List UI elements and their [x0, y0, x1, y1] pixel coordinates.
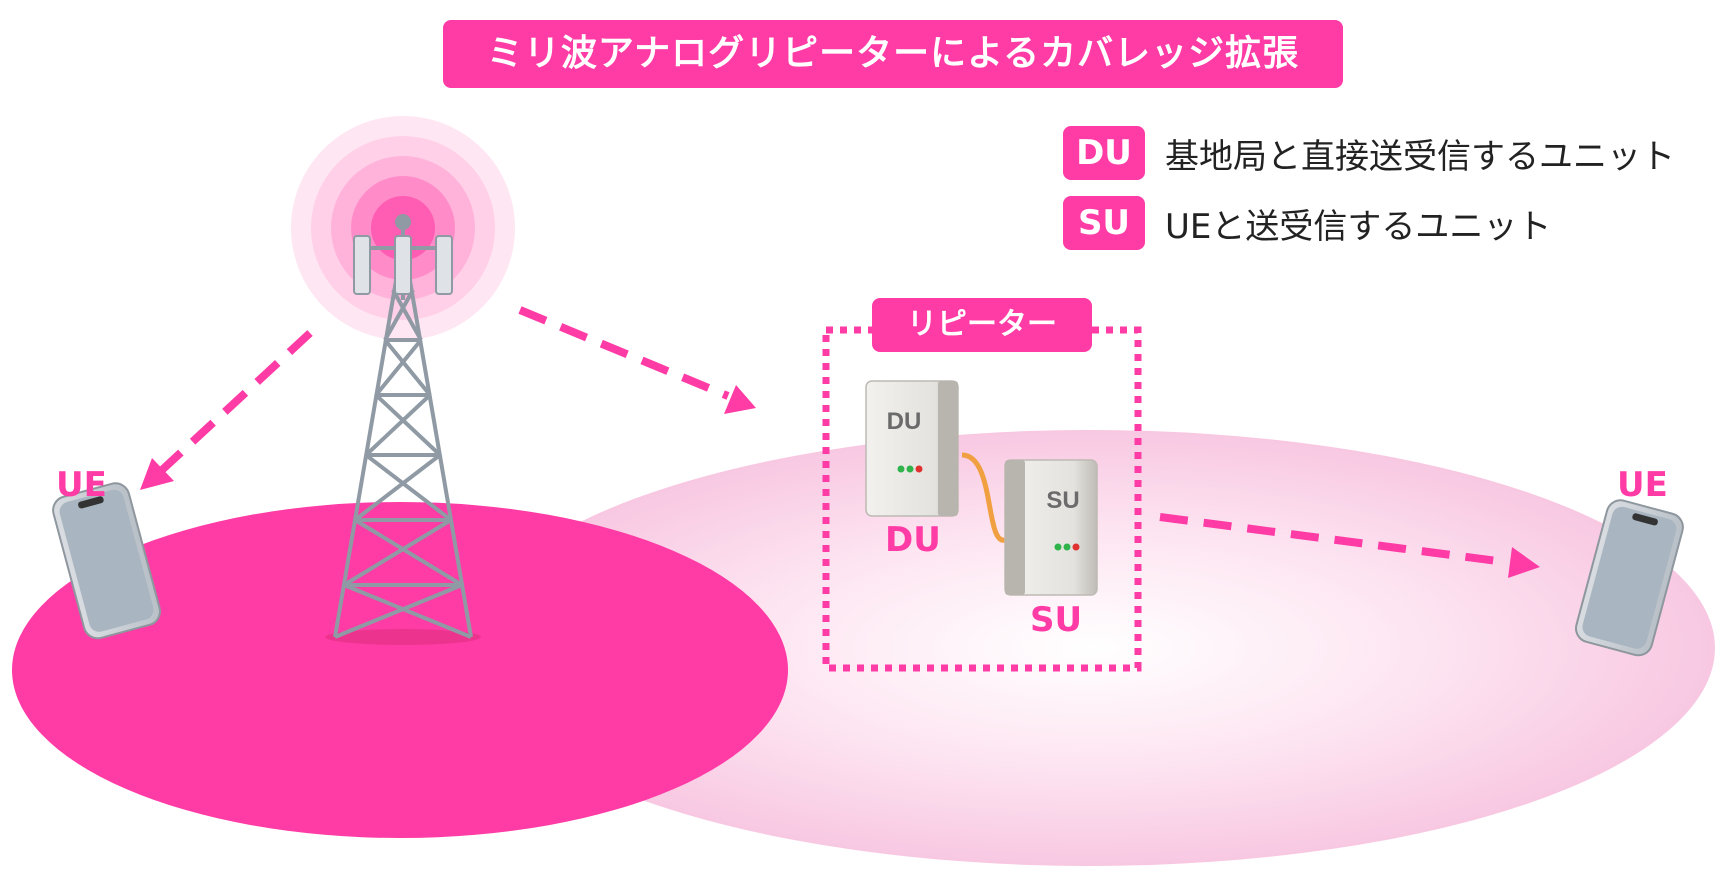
su-device-text: SU: [1046, 487, 1079, 514]
ue-left-label: UE: [56, 465, 107, 505]
signal-arrow-to-repeater: [518, 306, 756, 414]
ue-left-phone-icon: [52, 482, 161, 640]
signal-arrow-to-left-ue: [140, 330, 313, 490]
su-label: SU: [1030, 600, 1083, 640]
repeater-label: リピーター: [872, 298, 1092, 352]
base-station-tower-icon: [325, 214, 481, 645]
base-station-coverage-area: [12, 502, 788, 838]
ue-right-phone-icon: [1575, 499, 1684, 657]
legend-du-text: 基地局と直接送受信するユニット: [1165, 136, 1675, 177]
repeater-coverage-area: [465, 430, 1715, 866]
legend-du-badge: DU: [1063, 126, 1145, 180]
legend-su-row: SU UEと送受信するユニット: [1063, 196, 1551, 250]
ue-right-label: UE: [1617, 465, 1668, 505]
signal-arrow-to-right-ue: [1159, 513, 1540, 578]
su-device-icon: [1004, 459, 1098, 596]
legend-du-row: DU 基地局と直接送受信するユニット: [1063, 126, 1675, 180]
du-label: DU: [885, 520, 941, 560]
du-device-icon: [865, 380, 959, 517]
du-device-text: DU: [887, 408, 922, 435]
legend-su-text: UEと送受信するユニット: [1165, 206, 1552, 247]
legend-su-badge: SU: [1063, 196, 1145, 250]
antenna-panels-icon: [353, 235, 453, 295]
title-banner: ミリ波アナログリピーターによるカバレッジ拡張: [443, 20, 1343, 88]
du-su-cable: [961, 452, 1006, 543]
